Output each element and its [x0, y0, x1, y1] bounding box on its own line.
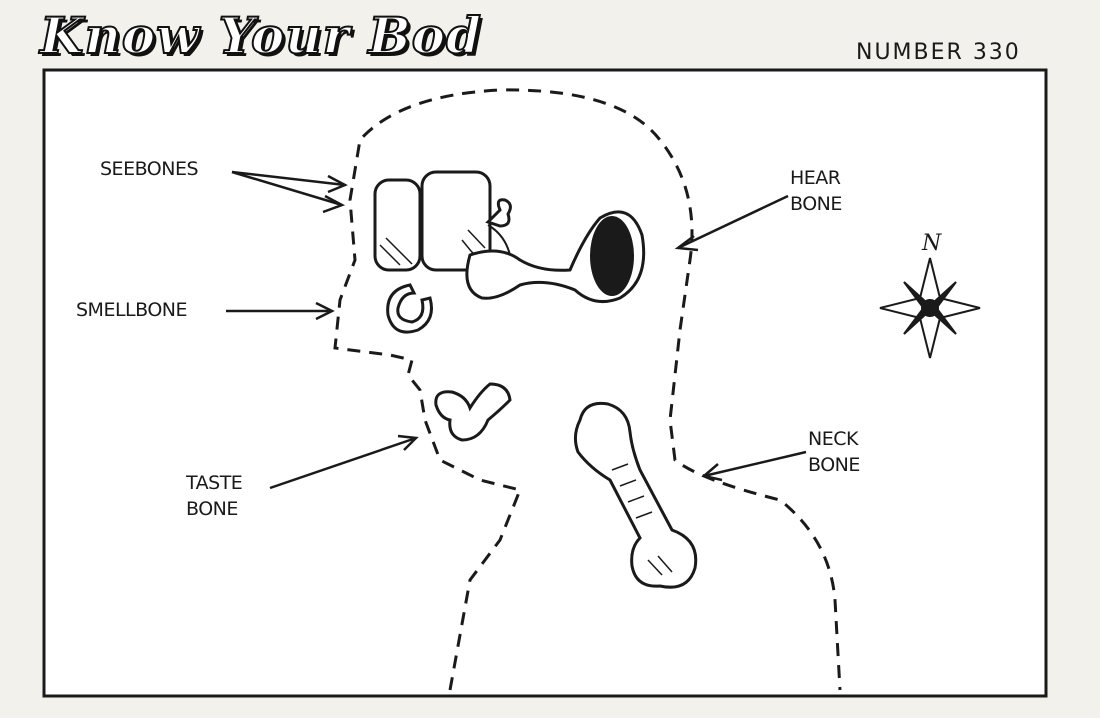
- label-arrows: [226, 170, 807, 490]
- neckbone-hatching: [611, 463, 673, 576]
- seebones-arrow-1-head: [327, 174, 348, 194]
- neckbone-arrow: [703, 450, 807, 478]
- label-seebones: SEEBONES: [100, 156, 199, 182]
- label-hearbone: HEAR BONE: [790, 165, 842, 217]
- seebone-left: [373, 178, 422, 272]
- label-tastebone: TASTE BONE: [186, 470, 243, 522]
- panel-border: [42, 68, 1048, 698]
- hearbone-arrow-head: [674, 235, 699, 252]
- hearbone-link: [487, 224, 511, 256]
- seebones-arrow-2-head: [322, 194, 346, 214]
- neckbone: [573, 401, 698, 589]
- tastebone: [434, 382, 512, 442]
- label-smellbone-text: SMELLBONE: [76, 299, 188, 321]
- hearbone-opening: [590, 216, 634, 296]
- seebone-hatching: [379, 229, 487, 267]
- page-title: Know Your Bod: [39, 5, 482, 66]
- tastebone-arrow: [269, 436, 417, 490]
- neckbone-arrow-head: [701, 463, 723, 482]
- tastebone-arrow-head: [397, 434, 419, 451]
- label-neckbone: NECK BONE: [808, 426, 860, 478]
- label-tastebone-line1: TASTE: [186, 472, 243, 494]
- strip-number: NUMBER 330: [856, 40, 1021, 65]
- compass-rose-icon: [879, 257, 981, 359]
- seebones-arrow-1: [231, 170, 346, 187]
- label-hearbone-line2: BONE: [790, 193, 842, 215]
- seebones-arrow-2: [231, 170, 343, 207]
- hearbone-arrow: [677, 194, 789, 250]
- smellbone: [386, 283, 433, 334]
- seebone-nub: [485, 198, 512, 228]
- label-neckbone-line2: BONE: [808, 454, 860, 476]
- label-tastebone-line2: BONE: [186, 498, 238, 520]
- label-neckbone-line1: NECK: [808, 428, 858, 450]
- label-seebones-text: SEEBONES: [100, 158, 199, 180]
- compass-north-label: N: [921, 231, 942, 256]
- label-hearbone-line1: HEAR: [790, 167, 841, 189]
- label-smellbone: SMELLBONE: [76, 297, 188, 323]
- smellbone-arrow-head: [315, 301, 335, 321]
